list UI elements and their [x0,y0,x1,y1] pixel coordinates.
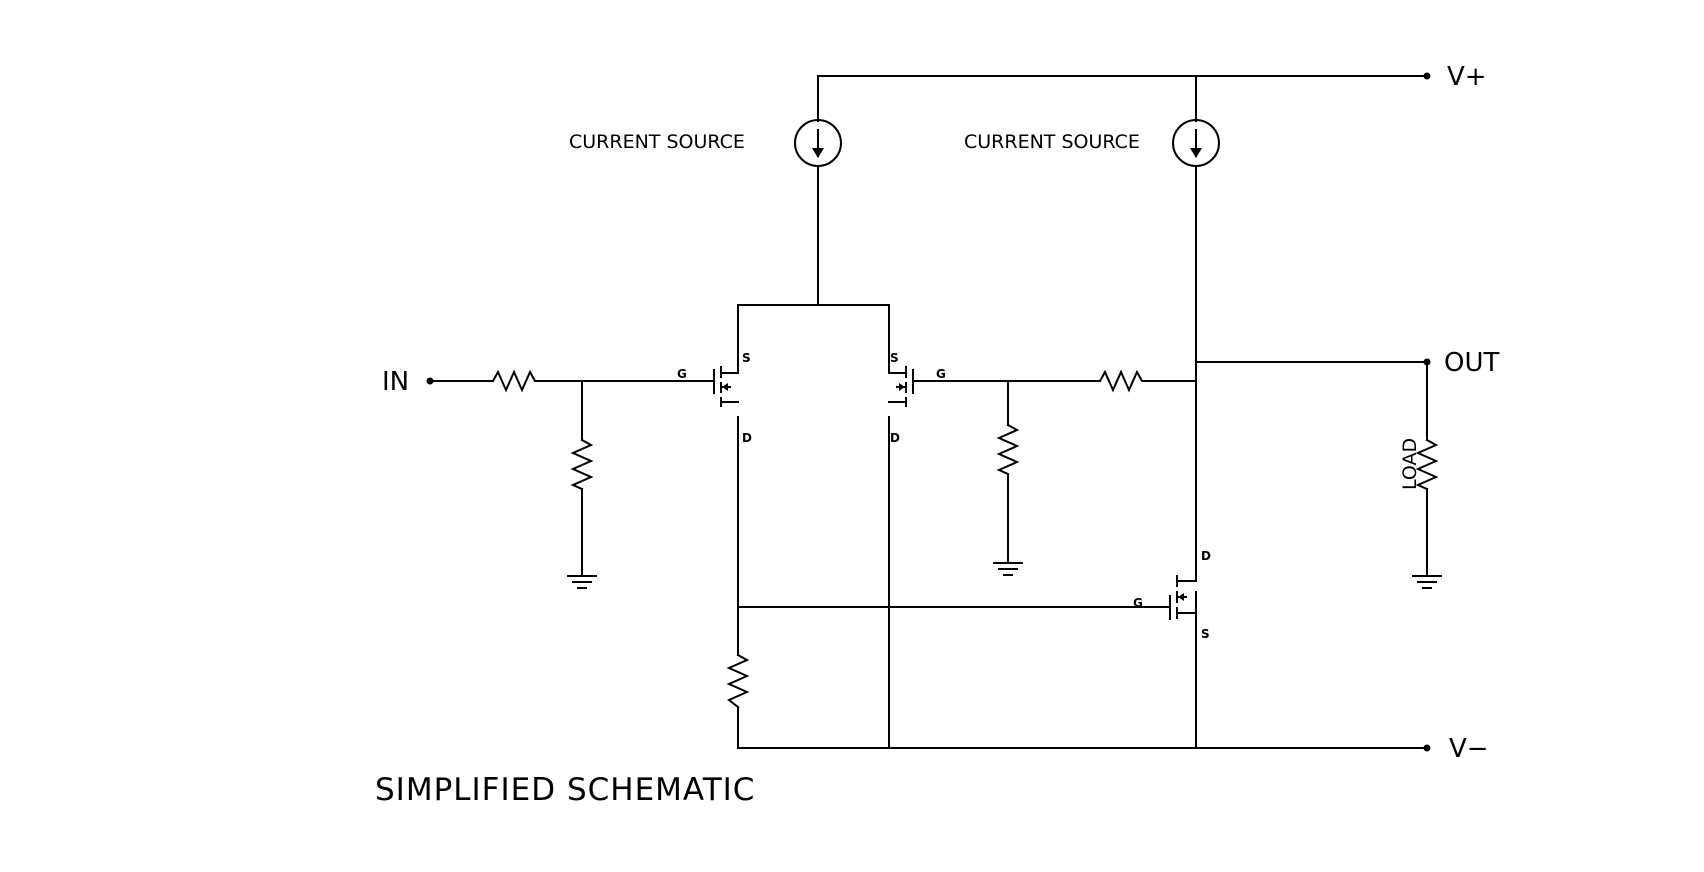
output-fet-gate-label: G [1133,596,1143,610]
v-plus-label: V+ [1447,62,1487,92]
output-mosfet [1149,547,1197,620]
output-label: OUT [1444,348,1499,378]
ground-input [567,575,597,589]
v-minus-label: V− [1449,734,1489,764]
right-fet-gate-label: G [936,367,946,381]
load-label: LOAD [1399,438,1421,490]
pin-labels: G S D G S D D G S [677,351,1211,641]
output-fet-drain-label: D [1201,549,1211,563]
right-fet-drain-label: D [890,431,900,445]
output-fet-source-label: S [1201,627,1210,641]
wires [429,75,1428,749]
output-terminal [1423,358,1431,366]
feedback-resistor [1098,369,1147,393]
feedback-shunt-resistor [996,423,1020,476]
current-source-left [794,119,842,167]
input-series-resistor [491,369,540,393]
input-label: IN [382,367,409,397]
left-mosfet [691,366,739,407]
load-resistor [1415,438,1439,491]
input-shunt-resistor [570,438,594,491]
right-current-source-label: CURRENT SOURCE [964,131,1140,153]
input-terminal [426,377,434,385]
left-fet-source-label: S [742,351,751,365]
left-fet-gate-label: G [677,367,687,381]
left-fet-drain-label: D [742,431,752,445]
current-source-right [1172,119,1220,167]
source-resistor [726,653,750,709]
ground-feedback [993,562,1023,576]
ground-load [1412,575,1442,589]
right-fet-source-label: S [890,351,899,365]
v-minus-terminal [1423,744,1431,752]
terminals [426,72,1431,752]
left-current-source-label: CURRENT SOURCE [569,131,745,153]
v-plus-terminal [1423,72,1431,80]
schematic-title: SIMPLIFIED SCHEMATIC [375,772,755,808]
right-mosfet [888,366,936,407]
